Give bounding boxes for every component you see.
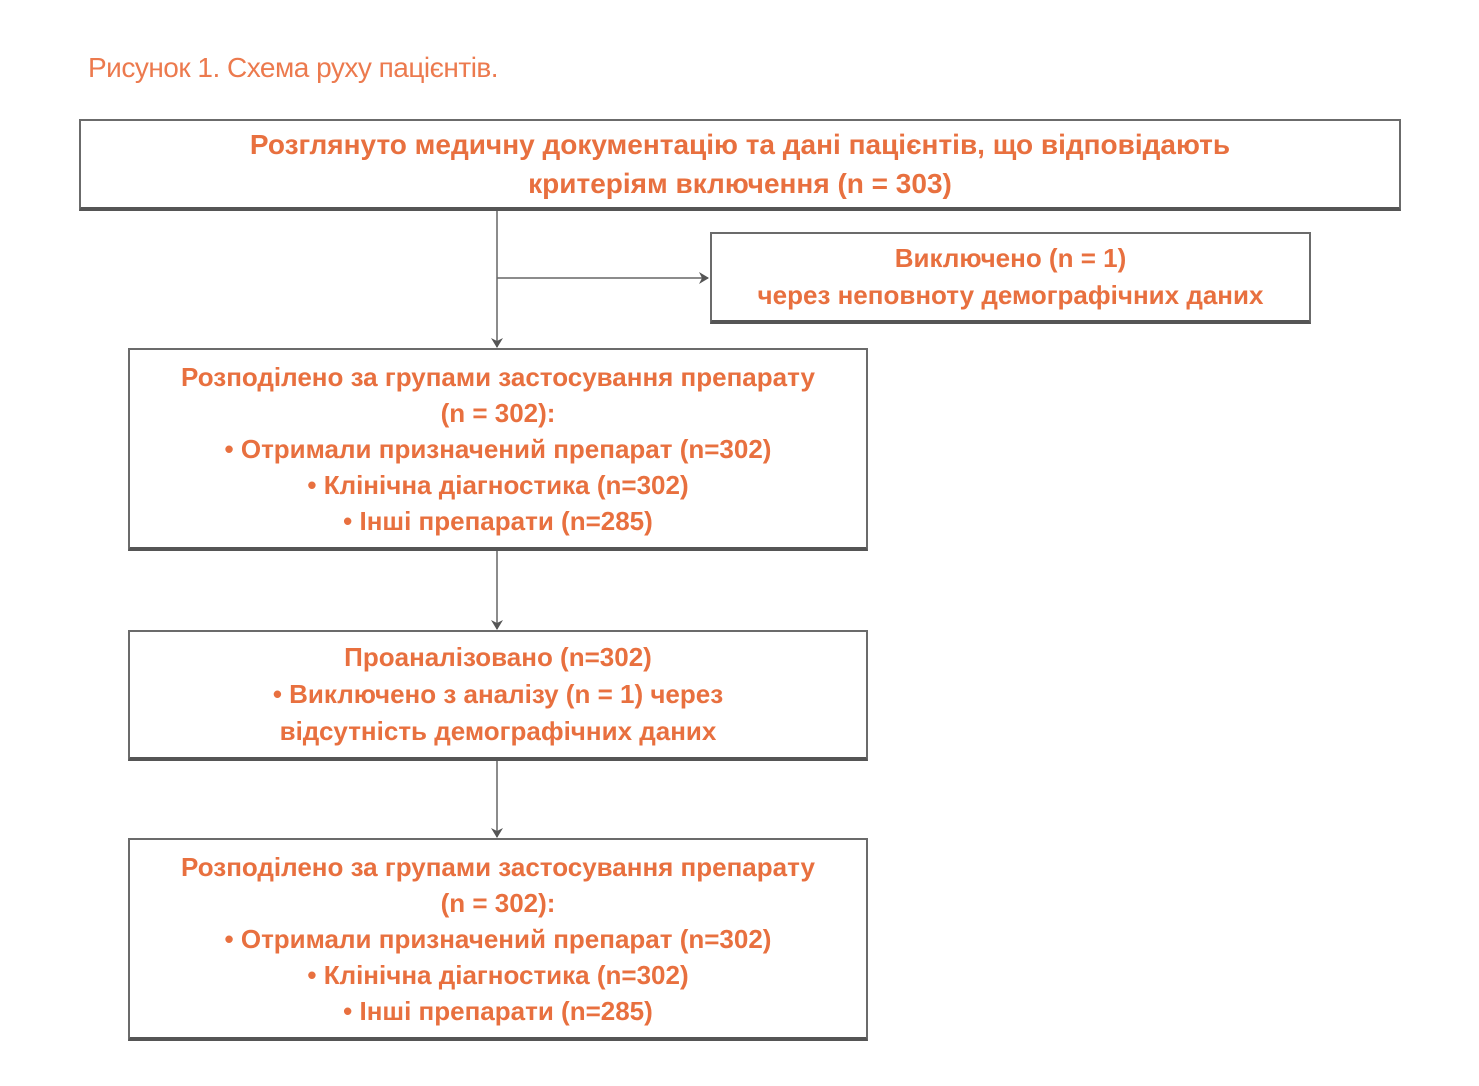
box-line: • Клінічна діагностика (n=302) xyxy=(307,959,689,990)
box-line: Проаналізовано (n=302) xyxy=(344,642,652,672)
box-line: (n = 302): xyxy=(440,887,556,918)
box-line: • Виключено з аналізу (n = 1) через xyxy=(272,679,724,709)
box-line: Розподілено за групами застосування преп… xyxy=(181,361,815,392)
box-line: • Клінічна діагностика (n=302) xyxy=(307,469,689,500)
box-line: • Отримали призначений препарат (n=302) xyxy=(224,923,772,954)
box-line: через неповноту демографічних даних xyxy=(757,280,1264,310)
analysed-box: Проаналізовано (n=302) • Виключено з ана… xyxy=(128,630,868,761)
figure-title: Рисунок 1. Схема руху пацієнтів. xyxy=(88,52,499,83)
box-line: • Отримали призначений препарат (n=302) xyxy=(224,433,772,464)
allocated-box: Розподілено за групами застосування преп… xyxy=(128,348,868,551)
box-line: Розподілено за групами застосування преп… xyxy=(181,851,815,882)
box-line: • Інші препарати (n=285) xyxy=(343,995,653,1026)
screened-box: Розглянуто медичну документацію та дані … xyxy=(79,119,1401,211)
box-line: Розглянуто медичну документацію та дані … xyxy=(249,129,1231,160)
box-line: (n = 302): xyxy=(440,397,556,428)
box-line: Виключено (n = 1) xyxy=(894,243,1127,273)
excluded-box: Виключено (n = 1) через неповноту демогр… xyxy=(710,232,1311,324)
box-line: • Інші препарати (n=285) xyxy=(343,505,653,536)
box-line: відсутність демографічних даних xyxy=(279,716,717,746)
allocated-final-box: Розподілено за групами застосування преп… xyxy=(128,838,868,1041)
box-line: критеріям включення (n = 303) xyxy=(528,168,952,199)
